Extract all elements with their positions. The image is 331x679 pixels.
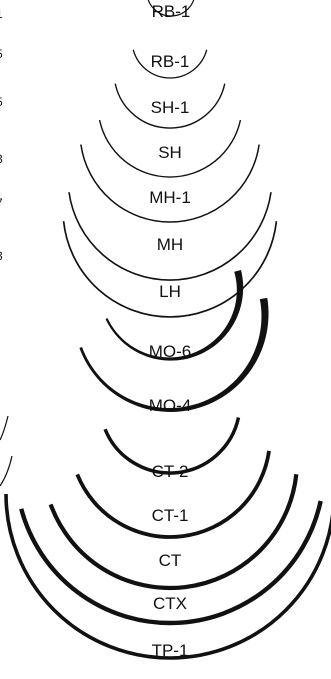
label-mh: MH <box>157 235 183 254</box>
label-ct-1: CT-1 <box>152 506 189 525</box>
left-partial-arc <box>0 415 9 441</box>
left-partial-arc-lower <box>0 455 13 487</box>
left-fragment-2: 5 <box>0 47 3 61</box>
label-rb-1-top: RB-1 <box>152 2 191 21</box>
needle-arc-lh <box>62 221 278 318</box>
needle-arc-rb-1 <box>132 49 208 79</box>
needle-arc-tp-1 <box>4 493 331 660</box>
label-mh-1: MH-1 <box>149 188 191 207</box>
needle-arc-sh <box>98 119 242 178</box>
label-ct-2: CT-2 <box>152 462 189 481</box>
label-lh: LH <box>159 282 181 301</box>
left-fragment-1: 1 <box>0 7 3 21</box>
needle-labels: RB-1 RB-1 SH-1 SH MH-1 MH LH MO-6 MO-4 C… <box>149 2 192 660</box>
needle-arc-ctx <box>19 500 323 626</box>
needle-arcs <box>4 0 331 660</box>
label-mo-4: MO-4 <box>149 396 192 415</box>
needle-arc-ct-2 <box>103 417 241 475</box>
needle-arc-mh <box>68 192 272 281</box>
needle-arc-ct-1 <box>75 450 271 539</box>
label-sh-1: SH-1 <box>151 98 190 117</box>
left-fragment-4: 3 <box>0 152 3 166</box>
label-ctx: CTX <box>153 594 187 613</box>
needle-arc-ct <box>48 474 299 591</box>
left-margin-fragments: 1 5 5 3 7 3 <box>0 7 13 487</box>
label-sh: SH <box>158 143 182 162</box>
label-tp-1: TP-1 <box>152 641 189 660</box>
needle-arc-rb-1 <box>147 0 195 17</box>
label-rb-1: RB-1 <box>151 52 190 71</box>
needle-arc-sh-1 <box>114 83 226 129</box>
label-ct: CT <box>159 551 182 570</box>
label-mo-6: MO-6 <box>149 342 192 361</box>
left-fragment-3: 5 <box>0 95 3 109</box>
left-fragment-6: 3 <box>0 249 3 263</box>
needle-arc-mh-1 <box>80 144 260 223</box>
left-fragment-5: 7 <box>0 196 3 210</box>
